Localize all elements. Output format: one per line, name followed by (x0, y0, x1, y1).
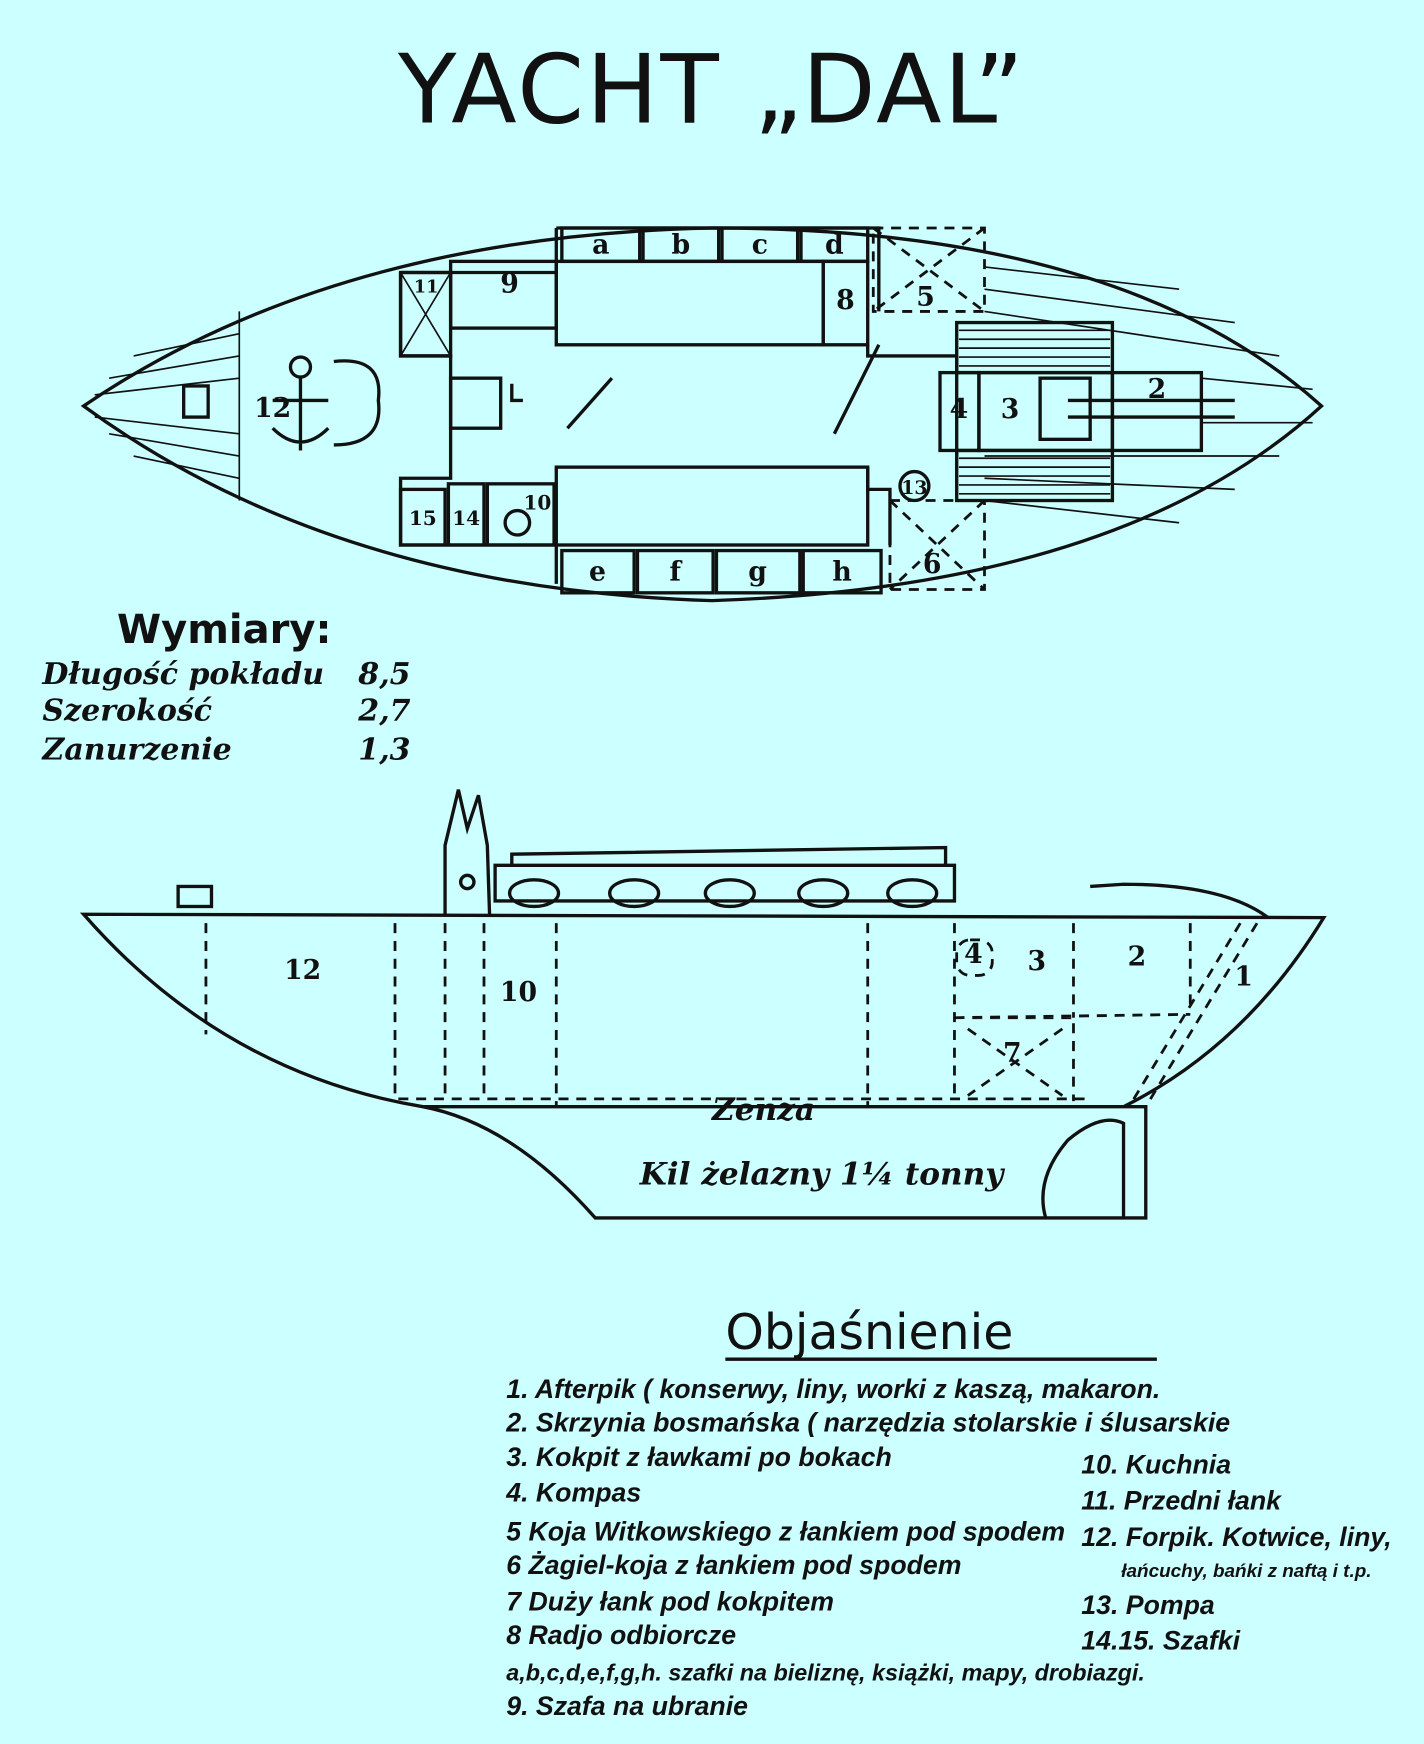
locker-h: h (832, 557, 851, 588)
dim-beam-value: 2,7 (357, 694, 410, 729)
stove-pipe (443, 789, 492, 915)
plan-view: a b c d e f g h 12 (80, 226, 1324, 603)
side-label-2: 2 (1128, 941, 1147, 972)
legend: Objaśnienie 1. Afterpik ( konserwy, liny… (505, 1304, 1391, 1721)
side-view: 12 10 4 3 2 1 7 Zenza Kil żelazny 1¼ ton… (79, 789, 1327, 1220)
side-label-10: 10 (500, 977, 537, 1008)
lockers-top: a b c d (560, 226, 870, 264)
hull-outline-side (79, 912, 1327, 1220)
legend-item-14-15: 14.15. Szafki (1081, 1625, 1240, 1655)
side-label-12: 12 (284, 955, 321, 986)
berth-5 (871, 226, 986, 313)
locker-c: c (752, 230, 768, 261)
label-13: 13 (901, 477, 927, 499)
dim-length-value: 8,5 (357, 657, 410, 692)
label-3: 3 (1001, 394, 1020, 425)
legend-item-lockers: a,b,c,d,e,f,g,h. szafki na bieliznę, ksi… (506, 1660, 1145, 1686)
locker-b: b (672, 230, 691, 261)
locker-a: a (592, 230, 609, 261)
keel-label: Kil żelazny 1¼ tonny (639, 1157, 1006, 1193)
deck-planking (94, 266, 1313, 524)
legend-item-9: 9. Szafa na ubranie (506, 1691, 748, 1721)
legend-item-8: 8 Radjo odbiorcze (506, 1620, 736, 1650)
dim-beam-label: Szerokość (42, 694, 212, 729)
label-15: 15 (409, 506, 437, 530)
portholes (507, 878, 939, 909)
dim-length-label: Długość pokładu (41, 657, 324, 692)
label-14: 14 (452, 506, 480, 530)
side-label-3: 3 (1027, 946, 1046, 977)
label-12: 12 (254, 393, 291, 424)
label-5: 5 (916, 282, 935, 313)
stove-icon (503, 508, 532, 537)
locker-f: f (670, 557, 683, 588)
legend-heading: Objaśnienie (725, 1304, 1013, 1361)
label-2: 2 (1148, 374, 1167, 405)
label-11: 11 (414, 277, 439, 298)
label-6: 6 (923, 549, 942, 580)
diagram-title: YACHT „DAL” (397, 33, 1026, 145)
side-label-4: 4 (964, 939, 983, 970)
legend-item-2: 2. Skrzynia bosmańska ( narzędzia stolar… (505, 1407, 1230, 1437)
anchor-icon (271, 355, 381, 451)
legend-item-13: 13. Pompa (1081, 1590, 1215, 1620)
legend-item-12-cont: łańcuchy, bańki z naftą i t.p. (1121, 1561, 1371, 1582)
side-labels: 12 10 4 3 2 1 7 (284, 939, 1253, 1069)
pump-icon (898, 469, 931, 503)
legend-item-7: 7 Duży łank pod kokpitem (506, 1587, 834, 1617)
dim-draft-label: Zanurzenie (41, 733, 231, 768)
side-label-7: 7 (1003, 1038, 1022, 1069)
compass-icon (955, 938, 994, 977)
label-9: 9 (500, 269, 519, 300)
lockers-bottom: e f g h (560, 548, 883, 595)
bilge-label: Zenza (710, 1092, 815, 1128)
berth-6 (888, 499, 986, 591)
label-4: 4 (950, 394, 969, 425)
locker-g: g (748, 557, 767, 588)
hatch (176, 884, 214, 909)
legend-item-10: 10. Kuchnia (1081, 1450, 1231, 1480)
legend-item-6: 6 Żagiel-koja z łankiem pod spodem (506, 1550, 961, 1580)
label-8: 8 (836, 285, 855, 316)
legend-item-12: 12. Forpik. Kotwice, liny, (1081, 1522, 1391, 1552)
locker-e: e (589, 557, 606, 588)
label-10: 10 (523, 490, 551, 514)
legend-item-11: 11. Przedni łank (1081, 1485, 1282, 1515)
side-label-1: 1 (1234, 961, 1253, 992)
legend-item-3: 3. Kokpit z ławkami po bokach (506, 1442, 892, 1472)
legend-item-4: 4. Kompas (505, 1478, 641, 1508)
stern-hatch (182, 384, 210, 419)
hull-outline-plan (80, 226, 1324, 603)
dim-draft-value: 1,3 (358, 733, 410, 768)
dimensions: Wymiary: Długość pokładu 8,5 Szerokość 2… (41, 607, 410, 768)
dimensions-heading: Wymiary: (117, 607, 332, 653)
legend-item-1: 1. Afterpik ( konserwy, liny, worki z ka… (506, 1374, 1160, 1404)
locker-d: d (825, 230, 844, 261)
plan-labels: 12 11 9 8 5 4 3 2 13 6 15 14 10 (254, 269, 1166, 580)
legend-item-5: 5 Koja Witkowskiego z łankiem pod spodem (506, 1516, 1065, 1546)
